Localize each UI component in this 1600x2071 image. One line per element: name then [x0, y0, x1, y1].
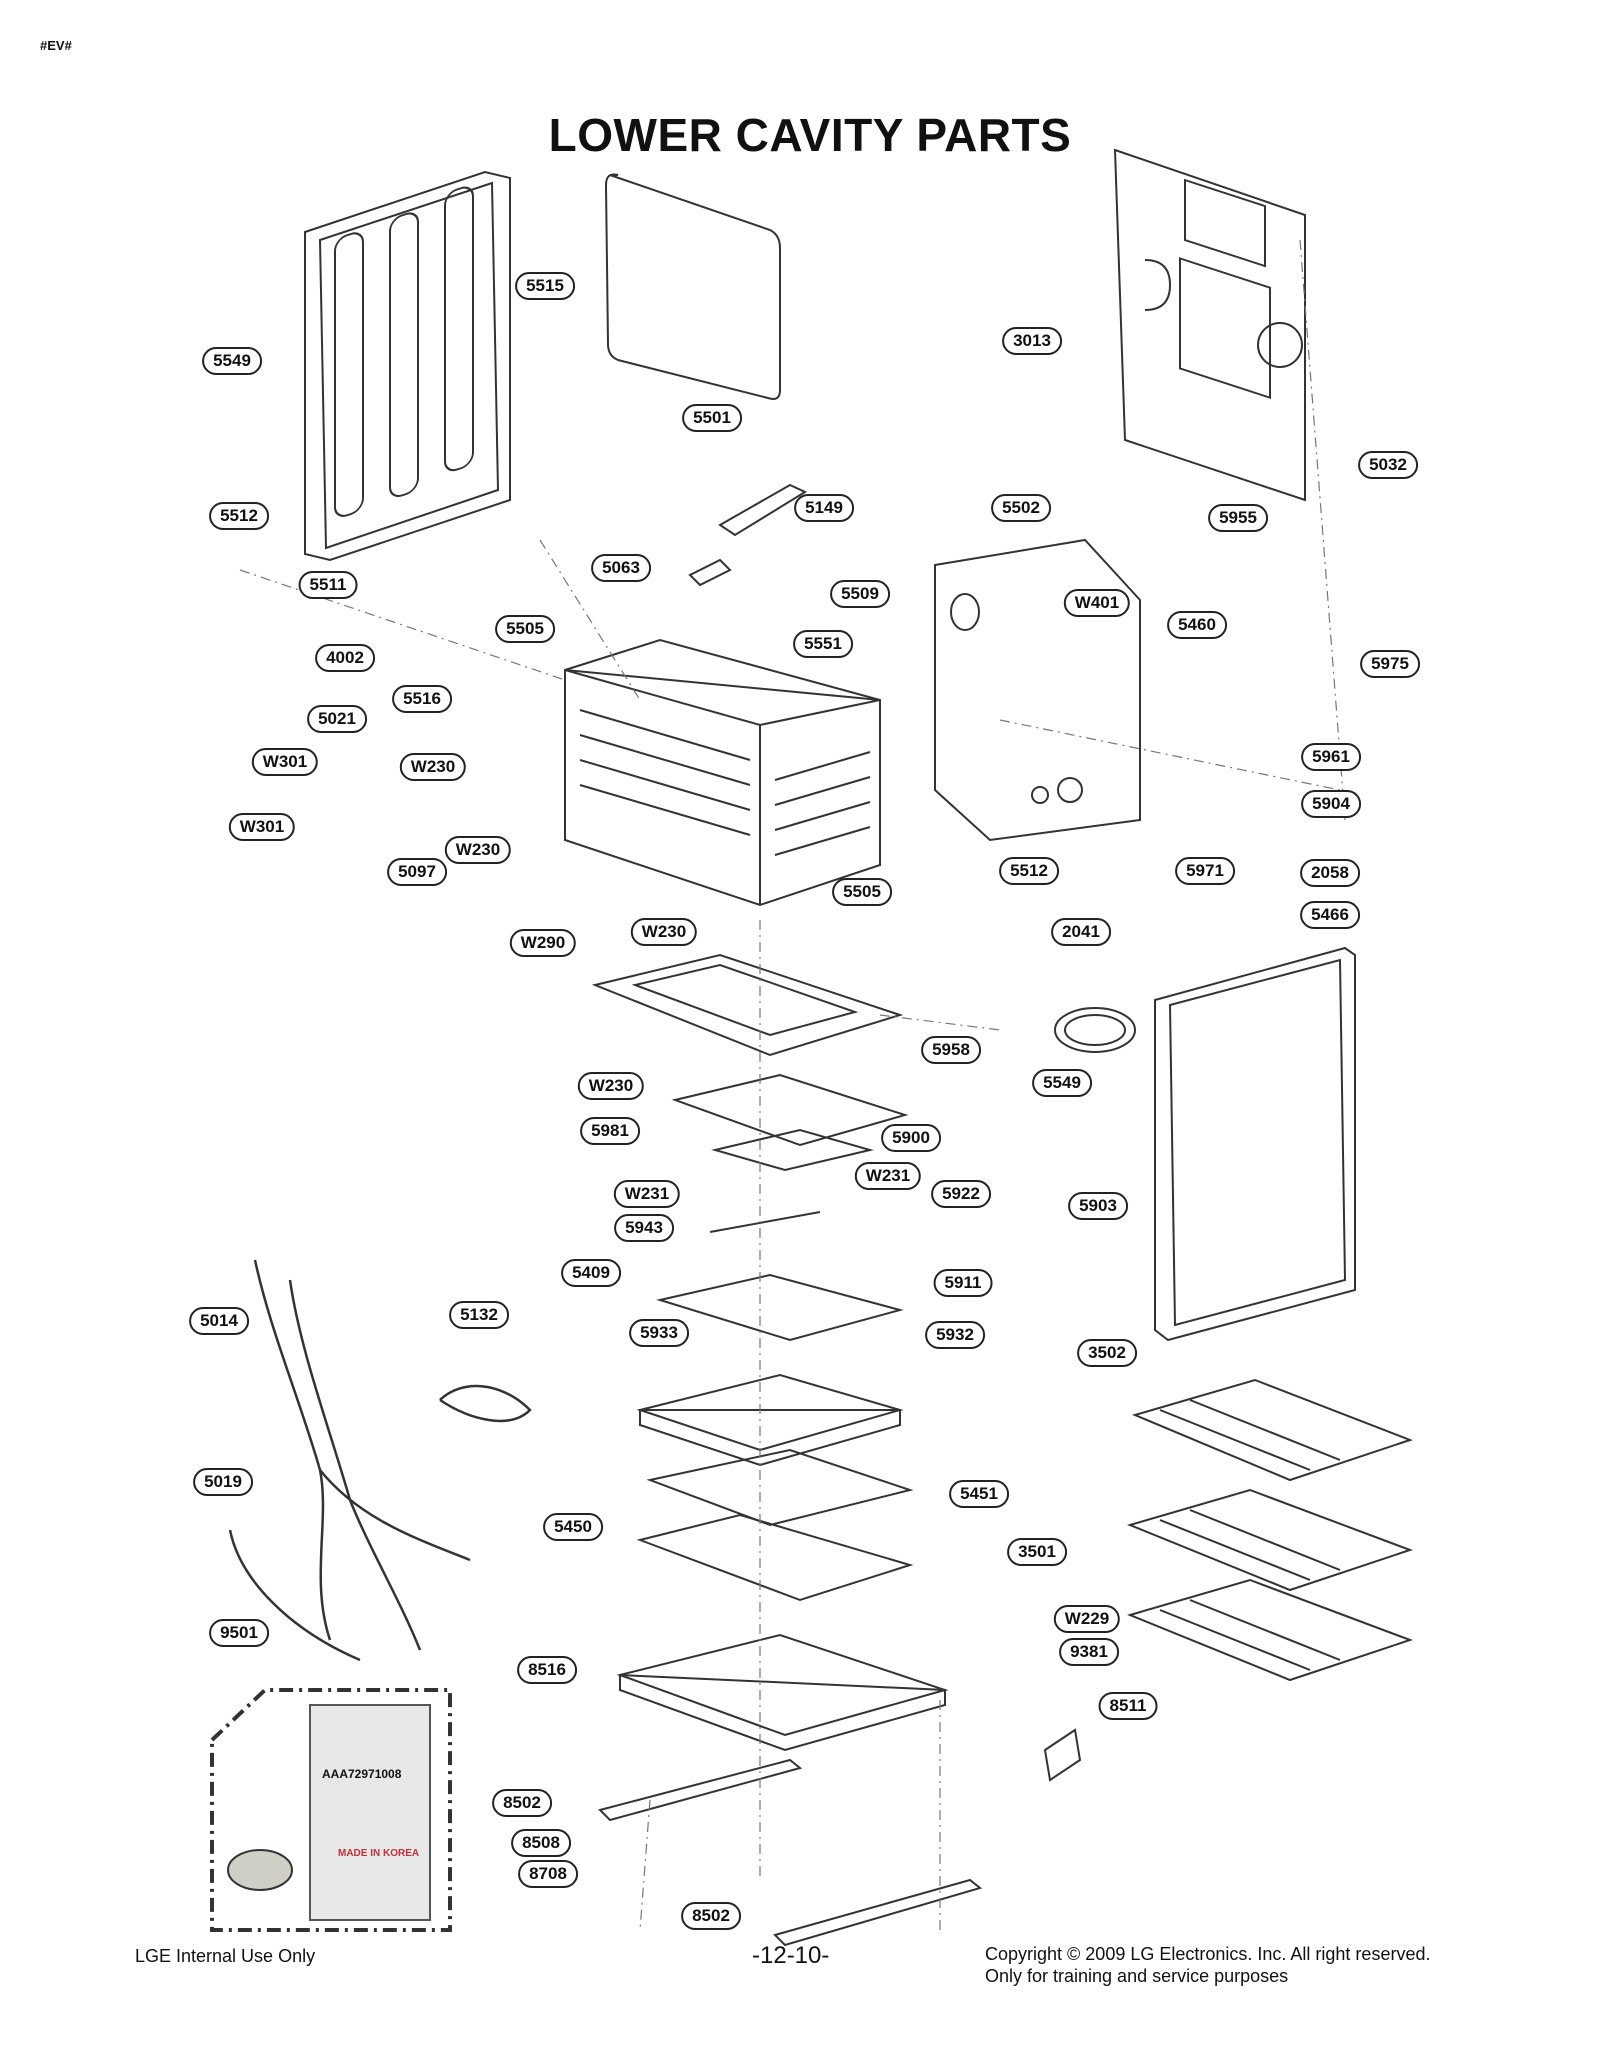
part-label-w301: W301 [251, 748, 319, 776]
cavity-box-drawing [564, 638, 881, 907]
door-gasket-drawing [604, 173, 781, 400]
part-label-w231: W231 [613, 1180, 681, 1208]
part-label-5975: 5975 [1360, 650, 1420, 678]
part-label-w301: W301 [228, 813, 296, 841]
part-label-2041: 2041 [1051, 918, 1111, 946]
part-label-w230: W230 [630, 918, 698, 946]
bracket-5063-drawing [688, 558, 732, 587]
part-label-w290: W290 [509, 929, 577, 957]
part-label-5904: 5904 [1301, 790, 1361, 818]
part-label-5932: 5932 [925, 1321, 985, 1349]
part-label-2058: 2058 [1300, 859, 1360, 887]
rail-8502-lower-drawing [773, 1878, 983, 1947]
part-label-3501: 3501 [1007, 1538, 1067, 1566]
part-label-8708: 8708 [518, 1860, 578, 1888]
part-label-5502: 5502 [991, 494, 1051, 522]
base-8516-drawing [616, 1633, 949, 1737]
part-label-5505: 5505 [832, 878, 892, 906]
part-label-5512: 5512 [999, 857, 1059, 885]
part-label-5955: 5955 [1208, 504, 1268, 532]
part-label-8508: 8508 [511, 1829, 571, 1857]
part-label-9381: 9381 [1059, 1638, 1119, 1666]
part-label-5515: 5515 [515, 272, 575, 300]
part-label-8502: 8502 [681, 1902, 741, 1930]
side-panel-right-drawing [1154, 946, 1356, 1342]
package-code-text: AAA72971008 [322, 1767, 402, 1781]
part-label-8502: 8502 [492, 1789, 552, 1817]
part-label-5551: 5551 [793, 630, 853, 658]
part-label-w230: W230 [399, 753, 467, 781]
part-label-5149: 5149 [794, 494, 854, 522]
part-label-5958: 5958 [921, 1036, 981, 1064]
part-label-5900: 5900 [881, 1124, 941, 1152]
part-label-w231: W231 [854, 1162, 922, 1190]
part-label-5063: 5063 [591, 554, 651, 582]
bottom-frame-5958-drawing [591, 953, 904, 1057]
page-title: LOWER CAVITY PARTS [548, 109, 1072, 161]
part-label-5032: 5032 [1358, 451, 1418, 479]
part-label-5019: 5019 [193, 1468, 253, 1496]
part-label-w230: W230 [444, 836, 512, 864]
part-label-3013: 3013 [1002, 327, 1062, 355]
rear-panel-drawing [1113, 148, 1306, 502]
footer-copyright: Copyright © 2009 LG Electronics. Inc. Al… [985, 1944, 1431, 1964]
cavity-back-drawing [934, 538, 1141, 842]
part-label-5903: 5903 [1068, 1192, 1128, 1220]
part-label-5511: 5511 [298, 571, 358, 599]
sheet-5450-drawing [636, 1513, 914, 1602]
bracket-5149-drawing [718, 483, 808, 537]
part-label-5501: 5501 [682, 404, 742, 432]
part-label-4002: 4002 [315, 644, 375, 672]
part-label-5451: 5451 [949, 1480, 1009, 1508]
document-tag: #EV# [40, 38, 72, 53]
page-number: -12-10- [752, 1942, 830, 1969]
part-label-5971: 5971 [1175, 857, 1235, 885]
part-label-8511: 8511 [1098, 1692, 1158, 1720]
part-label-5512: 5512 [209, 502, 269, 530]
package-origin-text: MADE IN KOREA [338, 1848, 420, 1859]
part-label-5409: 5409 [561, 1259, 621, 1287]
part-label-8516: 8516 [517, 1656, 577, 1684]
part-label-5460: 5460 [1167, 611, 1227, 639]
side-panel-left-drawing [304, 170, 511, 562]
part-label-5943: 5943 [614, 1214, 674, 1242]
footer-note: Only for training and service purposes [985, 1966, 1289, 1986]
package-border-drawing [210, 1688, 452, 1932]
part-label-5505: 5505 [495, 615, 555, 643]
part-label-5981: 5981 [580, 1117, 640, 1145]
part-label-5021: 5021 [307, 705, 367, 733]
part-label-5466: 5466 [1300, 901, 1360, 929]
part-label-w229: W229 [1053, 1605, 1121, 1633]
heater-plate-drawing [671, 1073, 909, 1147]
part-label-w401: W401 [1063, 589, 1131, 617]
oven-racks-drawing [1126, 1378, 1413, 1682]
part-label-5549: 5549 [1032, 1069, 1092, 1097]
part-label-9501: 9501 [209, 1619, 269, 1647]
part-label-5014: 5014 [189, 1307, 249, 1335]
rail-8502-upper-drawing [598, 1758, 803, 1822]
part-label-5450: 5450 [543, 1513, 603, 1541]
part-label-5516: 5516 [392, 685, 452, 713]
part-label-5097: 5097 [387, 858, 447, 886]
part-label-5922: 5922 [931, 1180, 991, 1208]
part-label-3502: 3502 [1077, 1339, 1137, 1367]
footer-left: LGE Internal Use Only [135, 1946, 316, 1966]
wire-harness-drawing [228, 1259, 532, 1662]
part-label-w230: W230 [577, 1072, 645, 1100]
part-label-5509: 5509 [830, 580, 890, 608]
part-label-5132: 5132 [449, 1301, 509, 1329]
heat-shield-5409-drawing [656, 1273, 904, 1342]
part-label-5933: 5933 [629, 1319, 689, 1347]
part-label-5961: 5961 [1301, 743, 1361, 771]
part-label-5549: 5549 [202, 347, 262, 375]
part-label-5911: 5911 [933, 1269, 993, 1297]
